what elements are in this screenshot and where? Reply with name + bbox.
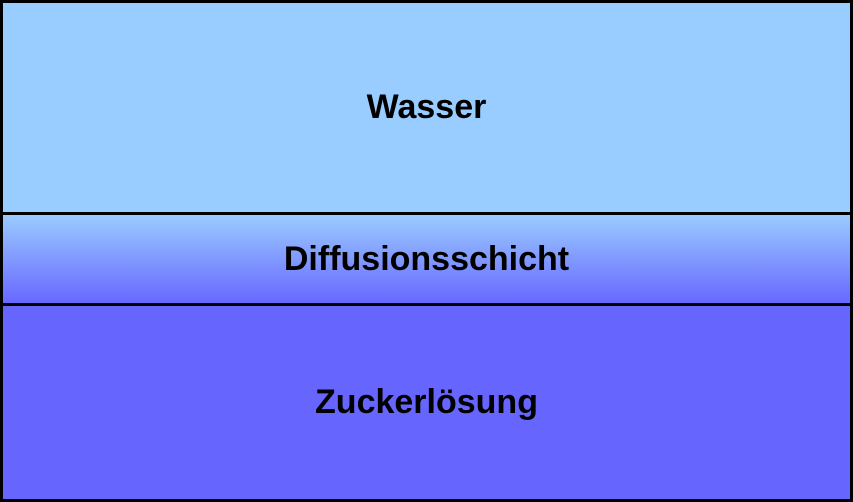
water-label: Wasser (366, 88, 487, 126)
divider-diffusion-sugar (3, 303, 850, 306)
sugar-solution-layer: Zuckerlösung (3, 306, 850, 499)
sugar-solution-label: Zuckerlösung (315, 383, 538, 421)
divider-water-diffusion (3, 212, 850, 215)
diffusion-layer: Diffusionsschicht (3, 215, 850, 303)
water-layer: Wasser (3, 3, 850, 212)
diffusion-label: Diffusionsschicht (283, 239, 570, 278)
